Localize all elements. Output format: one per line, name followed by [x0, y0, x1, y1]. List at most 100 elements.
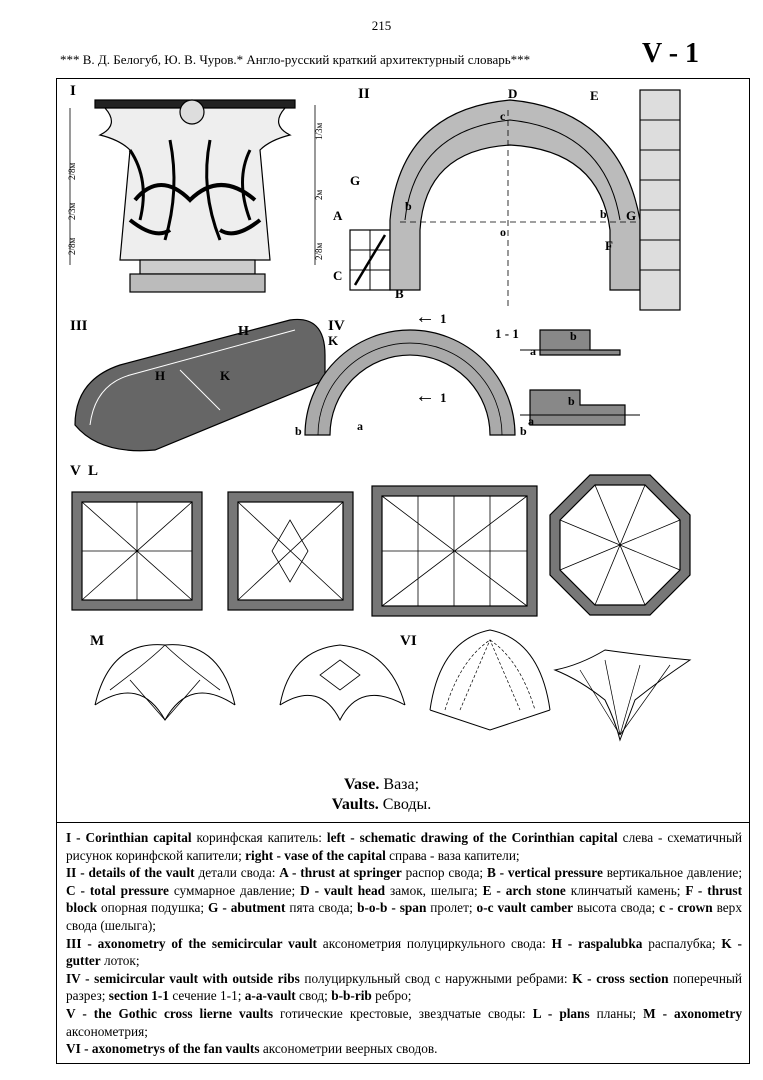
description-text: высота свода; [573, 900, 660, 916]
description-term: F - thrust block [66, 882, 742, 916]
description-text: коринфская капитель: [191, 830, 327, 845]
description-paragraph: II - details of the vault детали свода: … [66, 864, 742, 934]
description-term: c - crown [659, 900, 713, 916]
label-f: F [605, 238, 613, 253]
vault-details-drawing [349, 89, 681, 311]
corinthian-capital-drawing [69, 99, 316, 293]
dim-label: 2м [314, 190, 324, 201]
fig-label-ii: II [358, 86, 370, 102]
description-term: M - axonometry [643, 1005, 742, 1021]
description-term: VI - axonometrys of the fan vaults [66, 1041, 260, 1057]
dim-label: 1/3м [314, 122, 324, 140]
description-term: left - schematic drawing of the Corinthi… [326, 830, 618, 845]
section-label: 1 - 1 [495, 326, 519, 341]
description-text: аксонометрии веерных сводов. [259, 1041, 438, 1057]
description-text: пята свода; [285, 900, 358, 916]
description-term: o-c vault camber [476, 900, 574, 916]
description-text: планы; [589, 1005, 644, 1021]
description-term: B - vertical pressure [486, 865, 603, 881]
fig-label-iv: IV [328, 318, 345, 334]
arrow-k1-bottom: ← [415, 385, 435, 407]
description-term: right - vase of the capital [245, 847, 386, 863]
description-term: D - vault head [300, 882, 386, 898]
description-text: сечение 1-1; [169, 988, 245, 1004]
fig-label-m: M [90, 633, 104, 649]
description-paragraph: V - the Gothic cross lierne vaults готич… [66, 1005, 742, 1040]
arrow-label-top: 1 [440, 311, 447, 326]
label-k-gutter: K [220, 368, 231, 383]
description-text: слева - схематичный рисунок коринфской к… [66, 830, 743, 863]
label-a: A [333, 208, 343, 223]
illustration-plate: 2/8м 2/3м 2/8м 1/3м 2м 2/8м [60, 80, 746, 760]
label-b-rib-right: b [520, 424, 527, 438]
description-paragraph: I - Corinthian capital коринфская капите… [66, 829, 742, 864]
description-term: C - total pressure [66, 882, 169, 898]
label-b-section-2: b [568, 394, 575, 408]
vault-axonometries [94, 629, 692, 742]
description-text: ребро; [371, 988, 412, 1004]
description-term: II - details of the vault [66, 865, 195, 881]
semicircular-vault-axonometry [74, 318, 326, 452]
page-frame [56, 78, 750, 1064]
entry-code: V - 1 [642, 38, 700, 69]
description-text: пролет; [426, 900, 477, 916]
description-term: a-a-vault [244, 988, 296, 1004]
label-g-right: G [626, 208, 636, 223]
label-d: D [508, 86, 517, 101]
label-e: E [590, 88, 599, 103]
dim-label: 2/8м [67, 162, 77, 180]
label-b-upper: B [395, 286, 404, 301]
description-text: замок, шелыга; [385, 882, 483, 898]
description-text: аксонометрия; [66, 1023, 148, 1039]
dim-label: 2/8м [67, 237, 77, 255]
description-text: справа - ваза капители; [385, 847, 520, 863]
label-b: b [405, 199, 412, 213]
description-text: распалубка; [642, 935, 722, 951]
label-a-section-2: a [528, 414, 534, 428]
description-term: K - gutter [66, 935, 742, 969]
caption-translation-1: Ваза; [379, 776, 420, 793]
description-term: H - raspalubka [551, 935, 643, 951]
description-text: суммарное давление; [168, 882, 301, 898]
description-paragraph: VI - axonometrys of the fan vaults аксон… [66, 1040, 742, 1058]
label-c-upper: C [333, 268, 342, 283]
page-number: 215 [371, 18, 392, 33]
vault-drawings: 2/8м 2/3м 2/8м 1/3м 2м 2/8м [67, 83, 692, 742]
label-a-vault: a [357, 419, 363, 433]
description-term: L - plans [532, 1005, 590, 1021]
dim-label: 2/3м [67, 202, 77, 220]
description-term: section 1-1 [108, 988, 169, 1004]
label-h: H [238, 324, 249, 339]
figure-caption: Vase. Ваза; Vaults. Своды. [0, 775, 763, 815]
fig-label-i: I [70, 83, 76, 99]
description-text: детали свода: [194, 865, 280, 881]
caption-term-2: Vaults. [331, 796, 379, 813]
description-text: верх свода (шелыга); [66, 900, 742, 933]
description-term: IV - semicircular vault with outside rib… [66, 970, 300, 986]
description-text: распор свода; [401, 865, 487, 881]
description-text: аксонометрия полуциркульного свода: [316, 935, 552, 951]
label-b-right: b [600, 207, 607, 221]
arrow-k1-top: ← [415, 306, 435, 328]
description-term: III - axonometry of the semicircular vau… [66, 935, 317, 951]
label-k: K [328, 333, 339, 348]
description-term: E - arch stone [482, 882, 566, 898]
header-text: *** В. Д. Белогуб, Ю. В. Чуров.* Англо-р… [60, 52, 531, 67]
ribbed-vault-drawing [304, 329, 640, 436]
dim-label: 2/8м [314, 242, 324, 260]
description-paragraph: IV - semicircular vault with outside rib… [66, 970, 742, 1005]
description-text: лоток; [100, 953, 140, 969]
arrow-label-bottom: 1 [440, 390, 447, 405]
fig-label-vi: VI [400, 633, 417, 649]
description-text: полуциркульный свод с наружными ребрами: [299, 970, 573, 986]
label-c: c [500, 109, 506, 123]
description-text: клинчатый камень; [565, 882, 686, 898]
label-o: o [500, 225, 506, 239]
label-b-section: b [570, 329, 577, 343]
description-term: b-b-rib [331, 988, 372, 1004]
label-b-rib: b [295, 424, 302, 438]
label-a-section: a [530, 344, 536, 358]
description-text: свод; [295, 988, 332, 1004]
caption-term-1: Vase. [343, 776, 380, 793]
description-term: K - cross section [572, 970, 669, 986]
